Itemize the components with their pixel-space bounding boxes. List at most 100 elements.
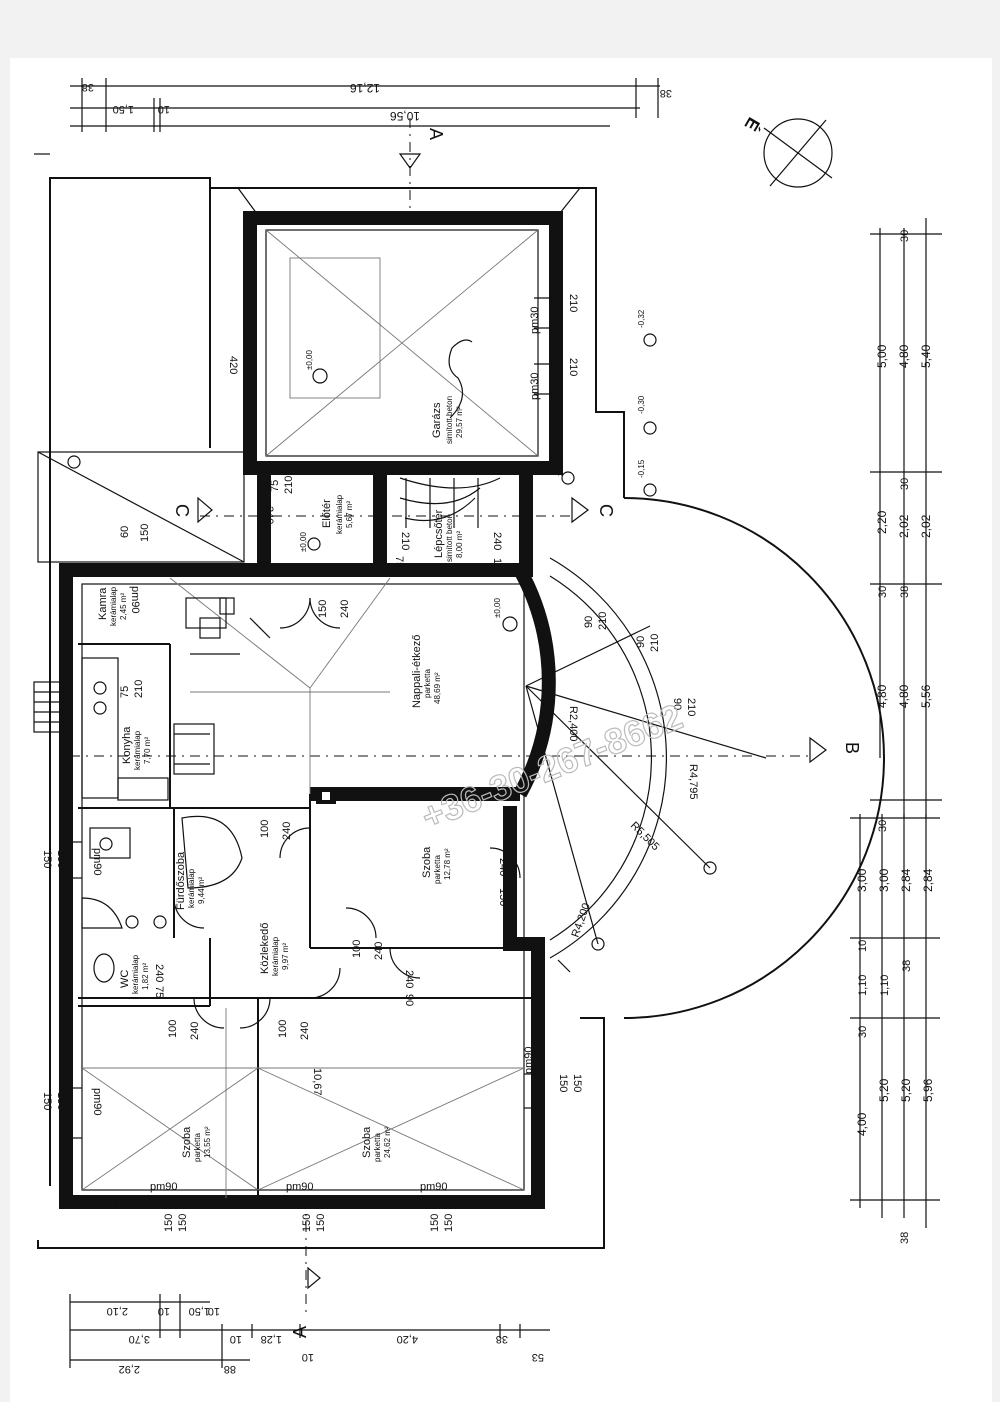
corr-dim-240: 240 xyxy=(403,970,415,988)
dim-right-4-00: 4,00 xyxy=(855,1112,869,1136)
dim-bottom-88: 88 xyxy=(224,1363,236,1375)
dim-right-10: 10 xyxy=(857,940,869,952)
garage-window-1: pm30 xyxy=(529,306,541,334)
room3-win-150a: 150 xyxy=(557,1074,569,1092)
bottom-win-pm90a: pm90 xyxy=(150,1181,178,1193)
north-label: É xyxy=(741,114,765,135)
hall-level: ±0,00 xyxy=(299,531,308,552)
room2-win-150b: 150 xyxy=(55,1092,67,1110)
pantry-dim-90: pm90 xyxy=(129,586,141,614)
dim-right-4-80c: 4,80 xyxy=(897,684,911,708)
drawing-sheet: 38 12,16 38 10,56 1,50 10 É A A B C C xyxy=(10,58,992,1402)
section-marker-c-right: C xyxy=(596,504,616,517)
wc-area: 1,82 m² xyxy=(141,963,150,990)
dim-right-5-20a: 5,20 xyxy=(877,1078,891,1102)
wc-dim-75: 75 xyxy=(153,986,165,998)
room3-win-pm90: pm90 xyxy=(523,1046,535,1074)
hall-area: 5,67 m² xyxy=(345,501,354,528)
garage-dim-420: 420 xyxy=(227,356,239,374)
kitchen-dim-210: 210 xyxy=(133,680,145,698)
dim-right-2-84b: 2,84 xyxy=(921,868,935,892)
dim-top-38-right: 38 xyxy=(660,87,672,99)
kitchen-dim-75: 75 xyxy=(119,686,131,698)
room3-floor: parketta xyxy=(373,1133,382,1162)
room1-dim-240: 240 xyxy=(497,858,509,876)
bath-door-100: 100 xyxy=(259,820,271,838)
bottom-win-150e: 150 xyxy=(429,1214,441,1232)
garage-dim-210a: 210 xyxy=(567,294,579,312)
bay-dim-210b: 210 xyxy=(649,634,661,652)
level-minus-032: -0,32 xyxy=(637,309,646,328)
bottom-win-pm90b: pm90 xyxy=(286,1181,314,1193)
stair-dim-240: 240 xyxy=(491,532,503,550)
dim-bottom-10a: 10 xyxy=(158,1305,170,1317)
stair-name: Lépcsőtér xyxy=(433,509,445,558)
garage-level: ±0,00 xyxy=(305,349,314,370)
internal-dim-10-67: 10,67 xyxy=(311,1068,323,1096)
radius-2400: R2,400 xyxy=(567,706,579,741)
bottom-win-150a: 150 xyxy=(163,1214,175,1232)
dim-top-10: 10 xyxy=(158,103,170,115)
bath-win-pm90: pm90 xyxy=(91,848,103,876)
corr-dim-90: 90 xyxy=(403,994,415,1006)
dim-right-38a: 38 xyxy=(899,586,911,598)
bottom-win-150b: 150 xyxy=(177,1214,189,1232)
main-house: Kamra kerámialap 2,45 m² Konyha kerámial… xyxy=(33,563,583,1232)
stair-floor: simított beton xyxy=(445,514,454,562)
pantry-floor: kerámialap xyxy=(109,586,118,626)
living-door-240: 240 xyxy=(339,600,351,618)
kitchen-name: Konyha xyxy=(121,726,133,764)
bath-floor: kerámialap xyxy=(187,868,196,908)
living-area: 48,69 m² xyxy=(433,672,442,704)
bath-door-240: 240 xyxy=(281,822,293,840)
kitchen-area: 7,70 m² xyxy=(143,737,152,764)
hall-dim-240: 240 xyxy=(263,506,275,524)
wc-name: WC xyxy=(119,970,131,988)
room2-floor: parketta xyxy=(193,1133,202,1162)
dim-bottom-10d: 10 xyxy=(302,1351,314,1363)
dim-right-2-20: 2,20 xyxy=(875,510,889,534)
hall-name: Előtér xyxy=(321,499,333,528)
bay-dim-90c: 90 xyxy=(671,698,683,710)
room2-win-150a: 150 xyxy=(41,1092,53,1110)
dim-right-30d: 30 xyxy=(877,820,889,832)
living-door-150: 150 xyxy=(317,600,329,618)
bay-dim-210c: 210 xyxy=(685,698,697,716)
dim-right-5-96: 5,96 xyxy=(921,1078,935,1102)
room2-door-240: 240 xyxy=(189,1022,201,1040)
ext-dim-150: 150 xyxy=(139,524,151,542)
living-name: Nappali-étkező xyxy=(411,635,423,708)
level-minus-015: -0,15 xyxy=(637,459,646,478)
garage-dim-240: 240 xyxy=(241,334,253,352)
bath-name: Fürdőszoba xyxy=(175,851,187,910)
wc-dim-240: 240 xyxy=(153,964,165,982)
pantry-area: 2,45 m² xyxy=(119,593,128,620)
room1-area: 12,78 m² xyxy=(443,848,452,880)
section-marker-a-top: A xyxy=(426,128,446,140)
dim-top-1-50: 1,50 xyxy=(113,103,134,115)
dim-right-38c: 38 xyxy=(899,1232,911,1244)
room1-door-240: 240 xyxy=(373,942,385,960)
ext-dim-60: 60 xyxy=(119,526,131,538)
room3-area: 24,62 m² xyxy=(383,1126,392,1158)
bay-dim-210a: 210 xyxy=(597,612,609,630)
section-marker-c-left: C xyxy=(172,504,192,517)
bottom-win-150f: 150 xyxy=(443,1214,455,1232)
dim-right-1-10a: 1,10 xyxy=(879,975,891,996)
north-arrow: É xyxy=(741,114,833,188)
bay-dim-90a: 90 xyxy=(583,616,595,628)
dim-right-30a: 30 xyxy=(899,230,911,242)
floor-plan-drawing: 38 12,16 38 10,56 1,50 10 É A A B C C xyxy=(33,78,942,1375)
radius-4795: R4,795 xyxy=(687,764,699,799)
garage-area: 29,57 m² xyxy=(455,406,464,438)
dim-bottom-1-50: 1,50 xyxy=(189,1305,210,1317)
room1-door-100: 100 xyxy=(351,940,363,958)
section-marker-b: B xyxy=(842,742,862,754)
wc-floor: kerámialap xyxy=(131,954,140,994)
dim-right-5-40: 5,40 xyxy=(919,344,933,368)
exterior-level-marks: -0,32 -0,30 -0,15 xyxy=(637,309,657,497)
stair-area: 8,00 m² xyxy=(455,531,464,558)
room3-win-150b: 150 xyxy=(571,1074,583,1092)
kitchen-floor: kerámialap xyxy=(133,730,142,770)
dim-bottom-2-92: 2,92 xyxy=(119,1363,140,1375)
